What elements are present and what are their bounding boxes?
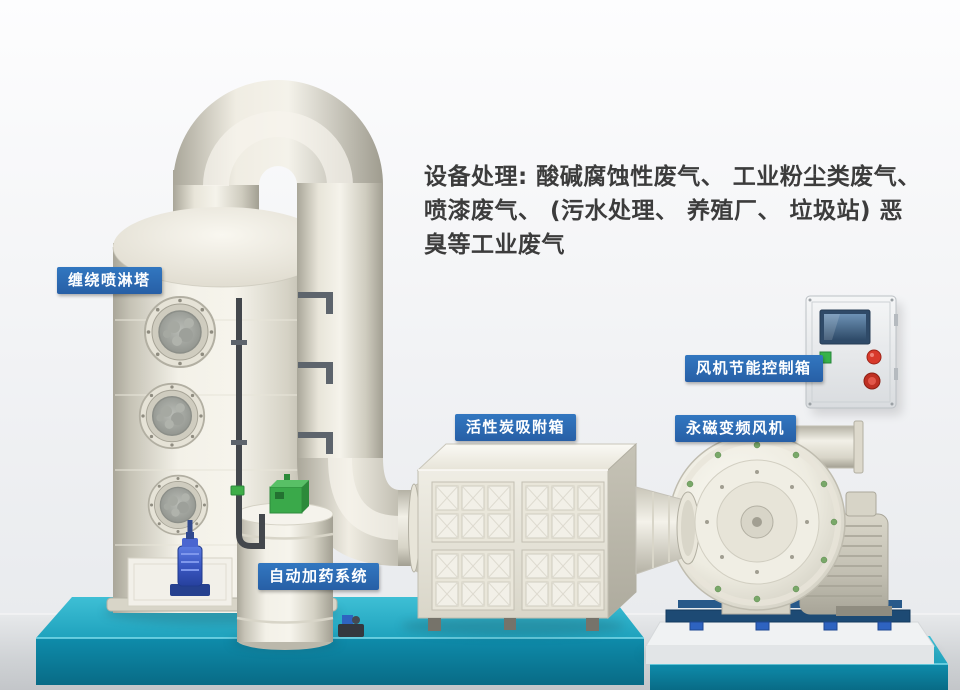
label-fan: 永磁变频风机	[675, 415, 797, 442]
heading: 设备处理: 酸碱腐蚀性废气、 工业粉尘类废气、 喷漆废气、 (污水处理、 养殖厂…	[424, 160, 956, 262]
cabinet-red-button	[866, 349, 882, 365]
heading-line-1: 设备处理: 酸碱腐蚀性废气、 工业粉尘类废气、	[424, 164, 921, 190]
porthole-bottom	[147, 474, 209, 536]
label-control-box: 风机节能控制箱	[685, 355, 823, 382]
heading-line-2: 喷漆废气、 (污水处理、 养殖厂、 垃圾站) 恶	[424, 198, 904, 224]
fan-front-disc	[694, 459, 820, 585]
fan-inlet-connector	[635, 486, 700, 575]
label-spray-tower: 缠绕喷淋塔	[57, 267, 162, 294]
label-dosing-system: 自动加药系统	[258, 563, 380, 590]
vibration-isolators	[689, 621, 892, 631]
dosing-pump	[269, 474, 309, 514]
tower-step-brackets	[298, 292, 333, 454]
pipe-valve	[230, 485, 245, 496]
porthole-top	[144, 296, 216, 368]
carbon-adsorption-box	[416, 442, 638, 631]
circulation-pump	[170, 520, 210, 596]
control-cabinet	[805, 295, 902, 415]
centrifugal-fan	[635, 420, 892, 616]
porthole-middle	[138, 382, 206, 450]
platform-left	[36, 597, 644, 685]
heading-line-3: 臭等工业废气	[424, 232, 565, 258]
transfer-pump	[338, 615, 364, 637]
box-legs	[428, 618, 599, 631]
dosing-pipe	[230, 298, 265, 549]
label-carbon-box: 活性炭吸附箱	[455, 414, 577, 441]
tower-duct	[173, 80, 437, 583]
